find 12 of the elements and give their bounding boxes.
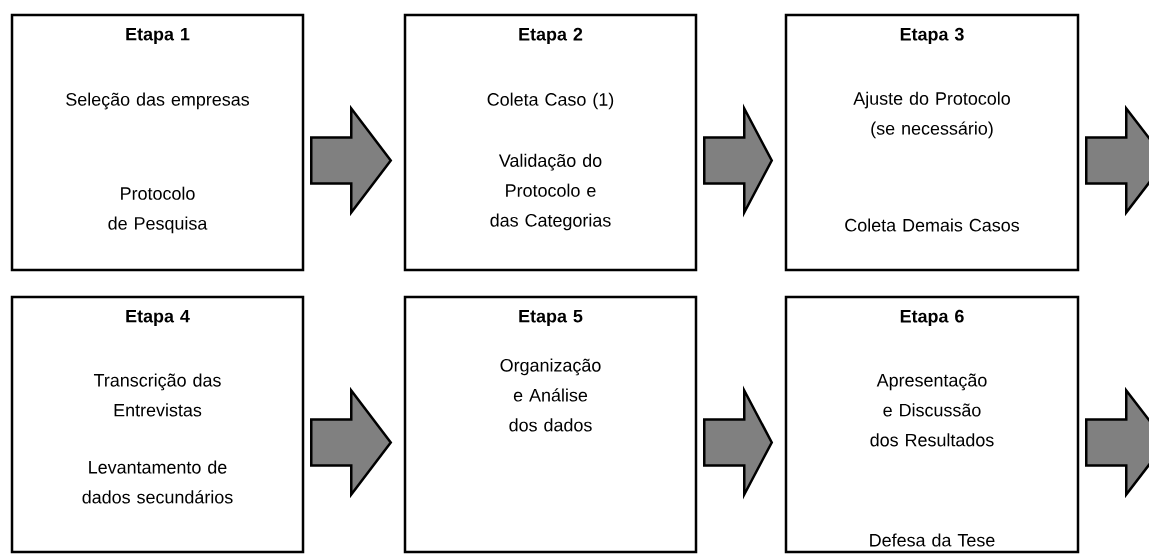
step-box: Etapa 5 Organização e Análise dos dados <box>403 295 698 554</box>
step-box: Etapa 6 Apresentação e Discussão dos Resultados Defesa da Tese <box>784 295 1080 554</box>
block-arrow <box>1085 386 1149 499</box>
block-arrow <box>310 386 393 499</box>
block-arrow <box>310 104 393 217</box>
block-arrow <box>1085 104 1149 217</box>
step-box: Etapa 1 Seleção das empresas Protocolo de Pesquisa <box>10 13 305 272</box>
block-arrow <box>703 103 774 218</box>
block-arrow <box>703 385 774 500</box>
step-box: Etapa 3 Ajuste do Protocolo (se necessário) Coleta Demais Casos <box>784 13 1080 272</box>
step-box: Etapa 2 Coleta Caso (1) Validação do Protocolo e das Categorias <box>403 13 698 272</box>
step-box: Etapa 4 Transcrição das Entrevistas Levantamento de dados secundários <box>10 295 305 554</box>
